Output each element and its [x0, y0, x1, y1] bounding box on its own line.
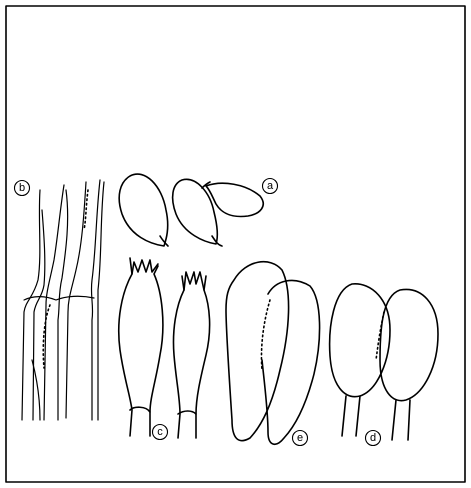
- hypha-5: [66, 182, 86, 418]
- basidia-group-c: [119, 258, 210, 438]
- label-e-text: e: [297, 432, 303, 444]
- cystidia-group-d: [330, 284, 438, 440]
- basidium-1-sterigmata: [132, 260, 158, 274]
- cystidium-d-2-stalk-right: [408, 400, 410, 440]
- hypha-6: [91, 180, 100, 420]
- label-b-text: b: [19, 182, 25, 194]
- spore-2: [173, 179, 218, 244]
- basidium-2-right: [196, 276, 210, 438]
- hypha-7: [98, 182, 104, 420]
- basidium-1-septum: [130, 407, 150, 412]
- cystidium-d-1-stalk-left: [342, 396, 346, 436]
- spores-group-a: [119, 174, 263, 246]
- hypha-dotted-1: [43, 305, 50, 368]
- cystidium-d-1-stalk-right: [356, 396, 360, 436]
- cystidia-group-e: [226, 262, 320, 445]
- cystidium-e-overlap-dotted: [261, 300, 270, 370]
- hyphae-group-b: [22, 180, 104, 420]
- label-d-text: d: [370, 432, 376, 444]
- label-c: c: [153, 425, 168, 440]
- label-d: d: [366, 431, 381, 446]
- cystidium-e-2: [262, 280, 320, 444]
- label-e: e: [293, 431, 308, 446]
- cystidium-d-2-stalk-left: [392, 400, 396, 440]
- label-a-text: a: [267, 180, 274, 192]
- hypha-3: [44, 185, 64, 420]
- label-a: a: [263, 179, 278, 194]
- hypha-2: [33, 210, 45, 420]
- spore-1: [119, 174, 168, 246]
- basidium-1-right: [150, 266, 163, 436]
- label-b: b: [15, 181, 30, 196]
- plate-border: [6, 6, 465, 482]
- label-c-text: c: [157, 426, 163, 438]
- basidium-2-sterigmata: [184, 272, 204, 290]
- cystidium-e-1: [226, 262, 289, 441]
